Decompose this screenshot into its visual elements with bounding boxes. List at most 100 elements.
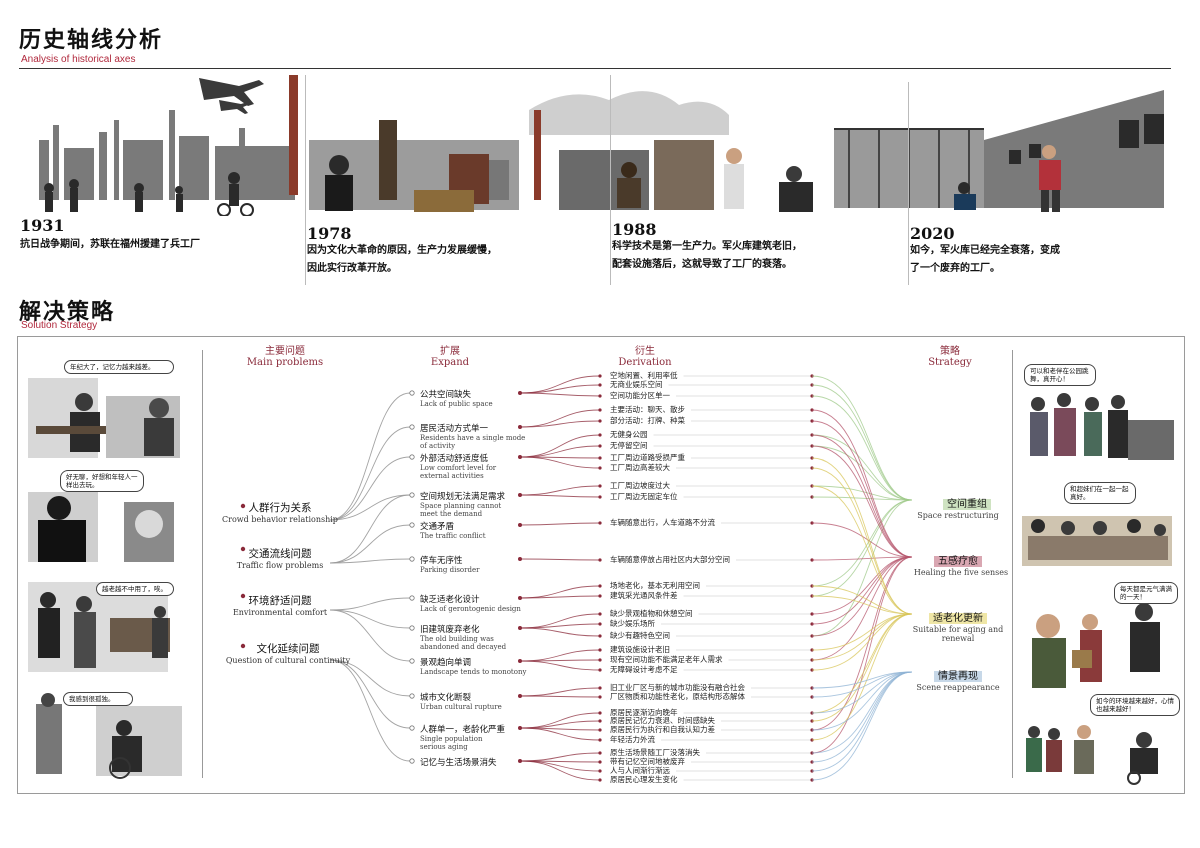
connector-main-expand xyxy=(329,494,411,521)
expand-node xyxy=(409,522,415,528)
connector-derivation-strategy xyxy=(811,556,913,731)
connector-derivation-strategy xyxy=(811,434,913,558)
derivation-item: 空地闲置、利用率低 xyxy=(610,371,678,380)
expand-en: Lack of public space xyxy=(420,400,493,408)
main-problem-label: 交通流线问题 xyxy=(248,548,312,560)
connector-derivation-strategy xyxy=(811,556,913,754)
era-desc-1931: 抗日战争期间，苏联在福州援建了兵工厂 xyxy=(20,236,200,254)
connector-expand-derivation xyxy=(519,558,601,561)
era-divider xyxy=(305,75,306,285)
derivation-item: 缺少娱乐场所 xyxy=(610,619,655,628)
derivation-item: 部分活动：打牌、种菜 xyxy=(610,416,685,425)
connector-main-expand xyxy=(329,609,411,662)
strategy-4: 情景再现 Scene reappearance xyxy=(912,664,1022,692)
derivation-item: 工厂周边道路受损严重 xyxy=(610,453,685,462)
connector-expand-derivation xyxy=(519,649,601,662)
derivation-item: 场地老化，基本无利用空间 xyxy=(610,581,700,590)
expand-node xyxy=(409,693,415,699)
derivation-dot-left xyxy=(598,719,602,723)
connector-expand-derivation xyxy=(519,760,601,781)
expand-en: of activity xyxy=(420,442,456,450)
header-zh: 衍生 xyxy=(635,346,655,357)
strategy-en: Healing the five senses xyxy=(913,568,1009,577)
main-problem-dot xyxy=(240,643,246,649)
main-problem-en: Environmental comfort xyxy=(232,608,328,617)
derivation-dot-left xyxy=(598,594,602,598)
era-desc-line: 因为文化大革命的原因，生产力发展缓慢， xyxy=(307,245,497,256)
era-desc-line: 配套设施落后，这就导致了工厂的衰落。 xyxy=(612,259,792,270)
strategy-label: 适老化更新 xyxy=(929,613,987,624)
connector-derivation-strategy xyxy=(811,671,913,754)
main-problem-dot xyxy=(240,546,246,552)
solution-title: 解决策略 xyxy=(19,300,116,325)
connector-derivation-strategy xyxy=(811,467,913,615)
derivation-dot-left xyxy=(598,634,602,638)
connector-expand-derivation xyxy=(519,384,601,394)
derivation-dot-left xyxy=(598,778,602,782)
derivation-item: 旧工业厂区与新的城市功能没有融合社会 xyxy=(610,683,745,692)
connector-derivation-strategy xyxy=(811,434,913,501)
connector-derivation-strategy xyxy=(811,445,913,501)
derivation-item: 建筑采光通风条件差 xyxy=(610,591,678,600)
era-year-1988: 1988 xyxy=(612,220,657,239)
solution-panel xyxy=(17,336,1185,794)
derivation-item: 无商业娱乐空间 xyxy=(610,380,663,389)
connector-main-expand xyxy=(329,659,411,729)
expand-label: 记忆与生活场景消失 xyxy=(420,758,497,768)
right-photo-column xyxy=(1018,350,1178,786)
derivation-dot-left xyxy=(598,383,602,387)
derivation-dot-left xyxy=(598,521,602,525)
derivation-item: 原居民心理发生变化 xyxy=(610,775,678,784)
connector-expand-derivation xyxy=(519,720,601,729)
era-divider xyxy=(610,75,611,285)
main-problem-3: 环境舒适问题 Environmental comfort xyxy=(218,593,342,617)
derivation-dot-left xyxy=(598,558,602,562)
main-problem-dot xyxy=(240,503,246,509)
expand-en: Residents have a single mode xyxy=(420,434,526,442)
header-en: Expand xyxy=(430,357,470,368)
main-problem-label: 环境舒适问题 xyxy=(248,595,312,607)
expand-label: 交通矛盾 xyxy=(420,522,455,532)
derivation-dot-left xyxy=(598,769,602,773)
expand-en: Lack of gerontogenic design xyxy=(420,605,521,613)
strategy-label: 空间重组 xyxy=(943,499,991,510)
derivation-dot-left xyxy=(598,612,602,616)
expand-node xyxy=(409,758,415,764)
header-en: Main problems xyxy=(246,357,324,368)
era-desc-line: 科学技术是第一生产力。军火库建筑老旧， xyxy=(612,241,802,252)
expand-label: 居民活动方式单一 xyxy=(420,424,489,434)
strategy-label: 五感疗愈 xyxy=(934,556,982,567)
derivation-item: 工厂周边坡度过大 xyxy=(610,481,670,490)
main-problem-en: Crowd behavior relationship xyxy=(222,515,338,524)
connector-main-expand xyxy=(329,597,411,611)
derivation-dot-left xyxy=(598,751,602,755)
strategy-label: 情景再现 xyxy=(934,671,982,682)
connector-derivation-strategy xyxy=(811,556,913,637)
derivation-item: 车辆随意出行，人车道路不分流 xyxy=(610,518,715,527)
era-desc-2020: 如今，军火库已经完全衰落，变成 了一个废弃的工厂。 xyxy=(910,242,1060,278)
expand-label: 景观趋向单调 xyxy=(420,658,472,668)
connector-expand-derivation xyxy=(519,392,601,397)
history-subtitle: Analysis of historical axes xyxy=(21,54,136,65)
expand-label: 停车无序性 xyxy=(420,556,463,566)
left-divider xyxy=(202,350,203,778)
era-desc-line: 因此实行改革开放。 xyxy=(307,263,397,274)
expand-label: 公共空间缺失 xyxy=(420,390,472,400)
connector-derivation-strategy xyxy=(811,384,913,501)
connector-expand-derivation xyxy=(519,375,601,394)
connector-derivation-strategy xyxy=(811,613,913,741)
era-desc-line: 了一个废弃的工厂。 xyxy=(910,263,1000,274)
derivation-item: 厂区物质和功能性老化，原结构形态解体 xyxy=(610,692,745,701)
derivation-dot-left xyxy=(598,760,602,764)
connector-derivation-strategy xyxy=(811,395,913,501)
strategy-en: renewal xyxy=(941,634,975,643)
strategy-3: 适老化更新 Suitable for aging and renewal xyxy=(912,606,1022,643)
connector-main-expand xyxy=(329,659,411,697)
derivation-item: 带有记忆空间地被废弃 xyxy=(610,757,685,766)
